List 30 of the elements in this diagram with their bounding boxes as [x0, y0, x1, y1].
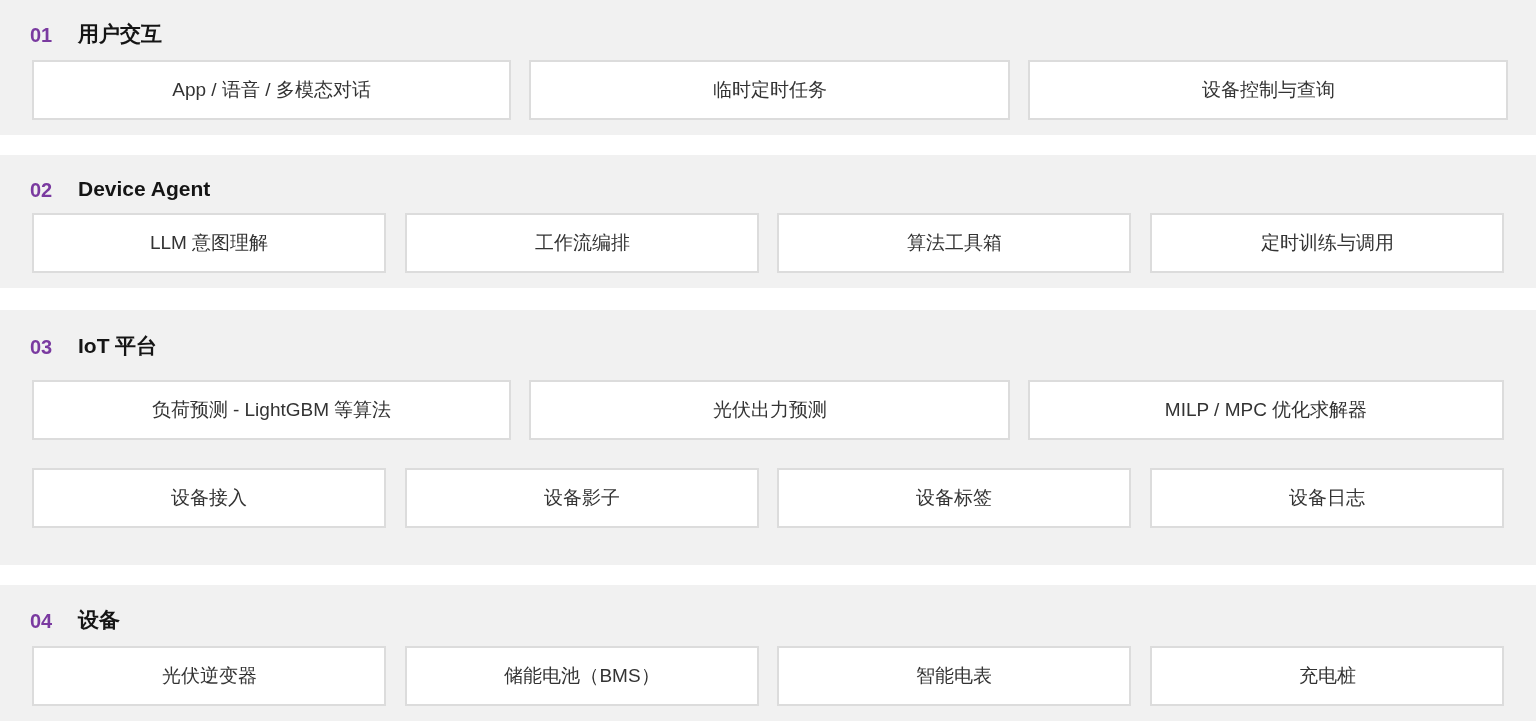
- layer-number: 04: [30, 609, 53, 633]
- module-box: 光伏出力预测: [529, 380, 1010, 440]
- module-box: 智能电表: [777, 646, 1131, 706]
- module-box: 负荷预测 - LightGBM 等算法: [32, 380, 511, 440]
- layer-title: 用户交互: [78, 21, 162, 47]
- layer-band: [0, 155, 1536, 288]
- module-box: 光伏逆变器: [32, 646, 386, 706]
- module-box: 临时定时任务: [529, 60, 1010, 120]
- layer-band: [0, 310, 1536, 565]
- module-box: MILP / MPC 优化求解器: [1028, 380, 1504, 440]
- layer-title: Device Agent: [78, 176, 211, 202]
- module-box: 设备影子: [405, 468, 759, 528]
- module-box: 工作流编排: [405, 213, 759, 273]
- layer-number: 02: [30, 178, 53, 202]
- layer-title: 设备: [78, 607, 120, 633]
- module-box: 设备日志: [1150, 468, 1504, 528]
- module-box: LLM 意图理解: [32, 213, 386, 273]
- module-box: 设备标签: [777, 468, 1131, 528]
- module-box: 算法工具箱: [777, 213, 1131, 273]
- module-box: App / 语音 / 多模态对话: [32, 60, 511, 120]
- layer-number: 01: [30, 23, 53, 47]
- layer-band: [0, 585, 1536, 721]
- module-box: 设备控制与查询: [1028, 60, 1508, 120]
- module-box: 定时训练与调用: [1150, 213, 1504, 273]
- layer-title: IoT 平台: [78, 333, 158, 359]
- layer-band: [0, 0, 1536, 135]
- module-box: 充电桩: [1150, 646, 1504, 706]
- module-box: 设备接入: [32, 468, 386, 528]
- layer-number: 03: [30, 335, 53, 359]
- module-box: 储能电池（BMS）: [405, 646, 759, 706]
